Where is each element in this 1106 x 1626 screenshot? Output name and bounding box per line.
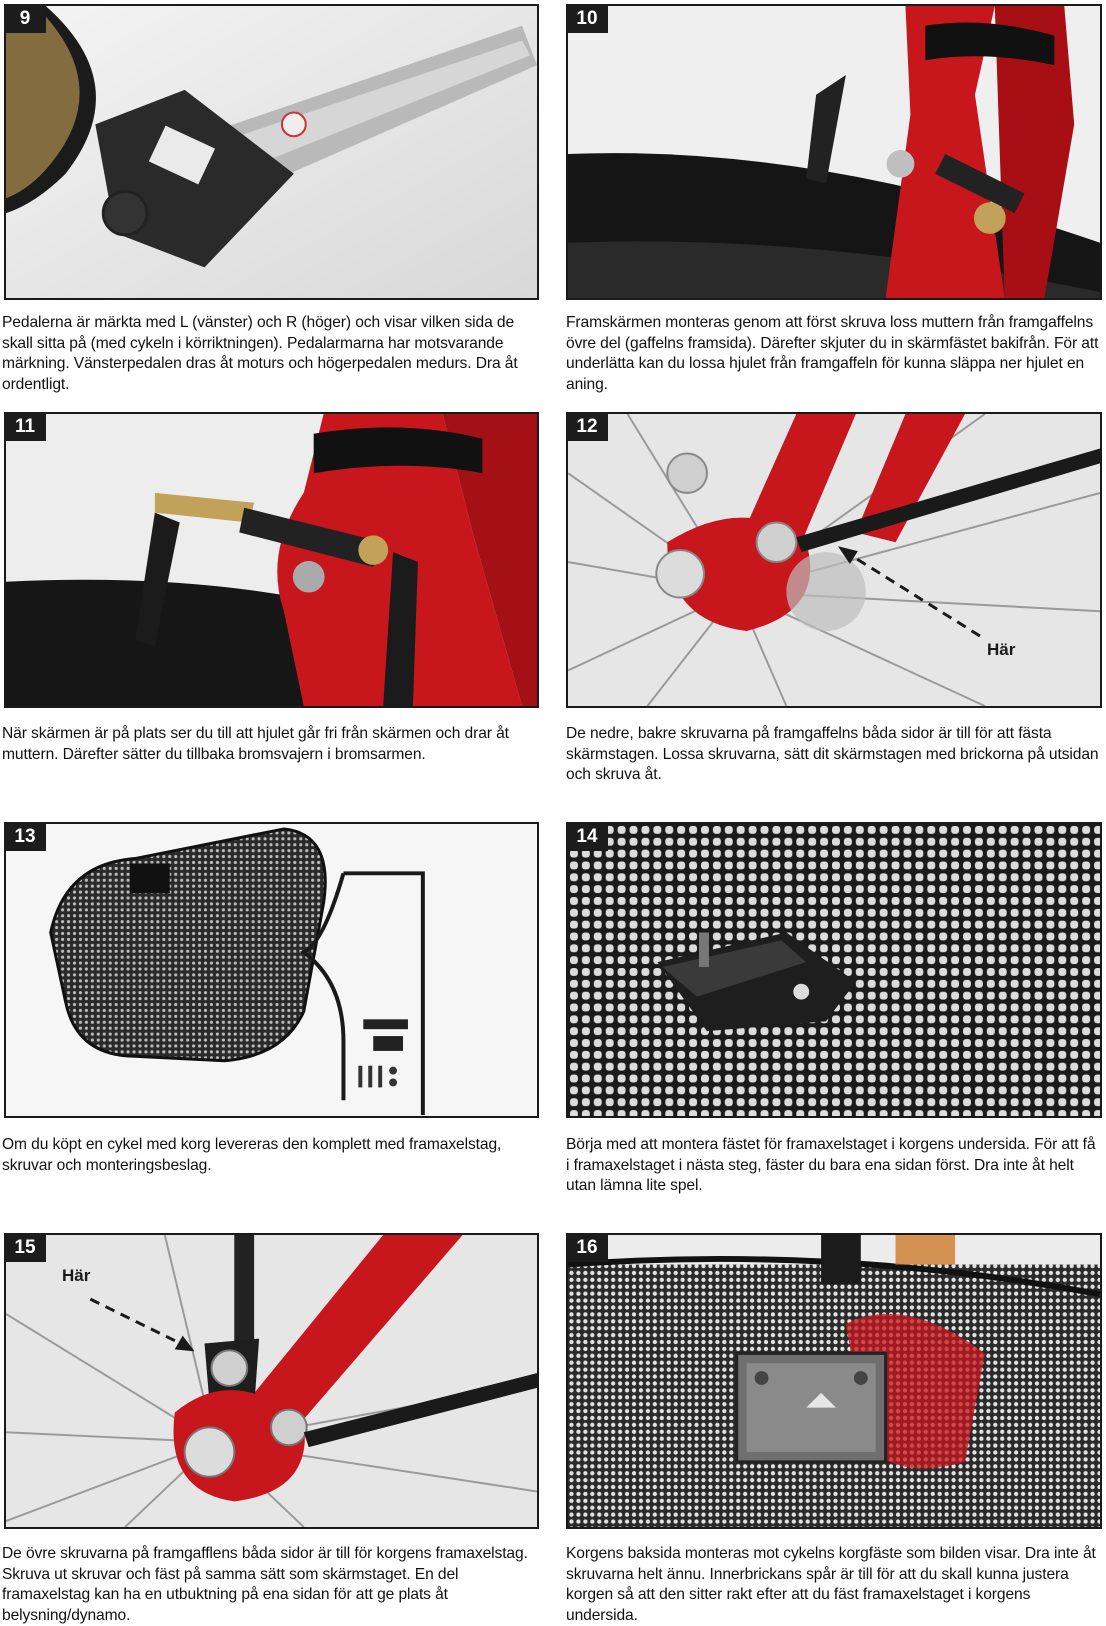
step-14-photo bbox=[566, 822, 1102, 1118]
step-15-photo bbox=[4, 1233, 539, 1529]
step-10-photo bbox=[566, 4, 1102, 300]
step-14-number: 14 bbox=[566, 822, 608, 851]
pedal-illustration bbox=[6, 6, 537, 298]
step-12-caption: De nedre, bakre skruvarna på framgaffeln… bbox=[566, 725, 1099, 783]
step-11-number: 11 bbox=[4, 412, 46, 441]
step-13-number: 13 bbox=[4, 822, 46, 851]
step-9-caption: Pedalerna är märkta med L (vänster) och … bbox=[2, 314, 518, 393]
step-14-caption: Börja med att montera fästet för framaxe… bbox=[566, 1136, 1096, 1194]
step-13-caption: Om du köpt en cykel med korg levereras d… bbox=[2, 1136, 502, 1174]
step-15-har-label: Här bbox=[62, 1266, 91, 1285]
step-16-caption: Korgens baksida monteras mot cykelns kor… bbox=[566, 1545, 1096, 1624]
basket-bracket-illustration bbox=[568, 824, 1100, 1116]
step-11-photo bbox=[4, 412, 539, 708]
step-13-photo bbox=[4, 822, 539, 1118]
fork-bolts-illustration bbox=[568, 414, 1100, 706]
step-9-number: 9 bbox=[4, 4, 46, 33]
fender-mount-illustration bbox=[568, 6, 1100, 298]
step-10-caption: Framskärmen monteras genom att först skr… bbox=[566, 314, 1099, 393]
step-16-number: 16 bbox=[566, 1233, 608, 1262]
step-12-photo bbox=[566, 412, 1102, 708]
step-9-photo bbox=[4, 4, 539, 300]
step-12-number: 12 bbox=[566, 412, 608, 441]
step-16-photo bbox=[566, 1233, 1102, 1529]
step-15-number: 15 bbox=[4, 1233, 46, 1262]
basket-kit-illustration bbox=[6, 824, 537, 1116]
basket-stay-fork-illustration bbox=[6, 1235, 537, 1527]
brake-cable-illustration bbox=[6, 414, 537, 706]
step-11-caption: När skärmen är på plats ser du till att … bbox=[2, 725, 509, 763]
step-15-caption: De övre skruvarna på framgafflens båda s… bbox=[2, 1545, 528, 1624]
step-12-har-label: Här bbox=[987, 640, 1016, 659]
step-10-number: 10 bbox=[566, 4, 608, 33]
basket-back-mount-illustration bbox=[568, 1235, 1100, 1527]
